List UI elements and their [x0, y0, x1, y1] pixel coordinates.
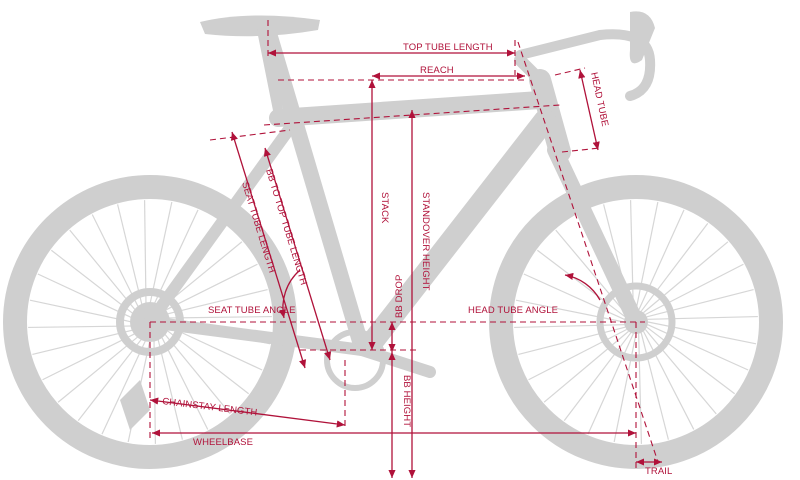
wheel-spoke — [543, 330, 629, 403]
wheel-spoke — [528, 328, 627, 381]
handlebar-drop — [595, 29, 656, 101]
wheel-spoke — [640, 222, 709, 312]
wheel-spoke — [613, 333, 637, 443]
wheel-spoke — [638, 209, 685, 311]
label-wheelbase: WHEELBASE — [193, 437, 253, 448]
wheel-spoke — [635, 201, 659, 311]
wheel-spoke — [165, 329, 250, 395]
dimension-lines — [149, 20, 662, 478]
down-tube — [359, 109, 556, 356]
label-trail: TRAIL — [645, 466, 672, 477]
wheel-spoke — [647, 321, 757, 345]
wheel-spoke — [587, 333, 634, 435]
label-bb-height: BB HEIGHT — [401, 375, 412, 427]
label-reach: REACH — [420, 65, 454, 76]
wheel-spoke — [50, 249, 135, 315]
wheel-spoke — [143, 200, 147, 305]
brake-lever — [629, 11, 655, 64]
wheel-spoke — [69, 229, 137, 312]
wheel-spoke — [642, 331, 695, 430]
wheel-spoke — [29, 299, 133, 323]
wheel-spoke — [644, 329, 717, 415]
wheel-spoke — [149, 201, 173, 305]
wheel-spoke — [117, 204, 143, 306]
label-head-tube-angle: HEAD TUBE ANGLE — [468, 305, 558, 316]
wheel-spoke — [514, 324, 625, 329]
head-tube-angle-arc — [564, 272, 601, 301]
wheel-spoke — [643, 241, 729, 314]
wheel-spoke — [91, 214, 140, 309]
wheel-spoke — [42, 332, 137, 381]
label-stack: STACK — [379, 192, 390, 224]
label-seat-tube-angle: SEAT TUBE ANGLE — [208, 305, 296, 316]
wheel-spoke — [57, 335, 140, 403]
wheel-spoke — [629, 200, 634, 311]
seatpost — [257, 25, 285, 125]
wheel-spoke — [518, 326, 626, 355]
fork — [547, 142, 644, 330]
wheel-spoke — [646, 326, 736, 395]
wheel-spoke — [645, 263, 744, 316]
wheel-spoke — [536, 249, 626, 318]
seat-tube-angle-arc — [278, 269, 301, 319]
top-tube — [269, 91, 549, 127]
wheel-spoke — [647, 315, 758, 320]
crank-arm — [356, 344, 436, 378]
wheel-spoke — [77, 337, 143, 422]
label-bb-drop: BB DROP — [394, 275, 405, 318]
wheel-spoke — [101, 339, 147, 435]
rear-derailleur — [120, 380, 150, 430]
bicycle-silhouette — [3, 11, 783, 469]
chainstay-length-line — [149, 397, 346, 428]
wheel-spoke — [638, 333, 643, 444]
bb-to-top-tube-line — [263, 147, 332, 361]
wheel-spoke — [646, 289, 754, 318]
label-top-tube-length: TOP TUBE LENGTH — [403, 42, 493, 53]
wheel-spoke — [515, 299, 625, 323]
wheel-spoke — [32, 329, 134, 355]
stem — [514, 54, 551, 91]
label-standover-height: STANDOVER HEIGHT — [420, 192, 431, 291]
wheel-spoke — [153, 209, 199, 305]
wheel-spoke — [37, 273, 133, 319]
wheel-spoke — [555, 229, 628, 315]
seatstay — [144, 122, 296, 328]
wheel-spoke — [647, 324, 749, 371]
wheel-spoke — [28, 325, 133, 329]
head-tube-line — [578, 69, 600, 151]
wheel-spoke — [640, 332, 669, 440]
handlebar-top — [515, 30, 605, 60]
